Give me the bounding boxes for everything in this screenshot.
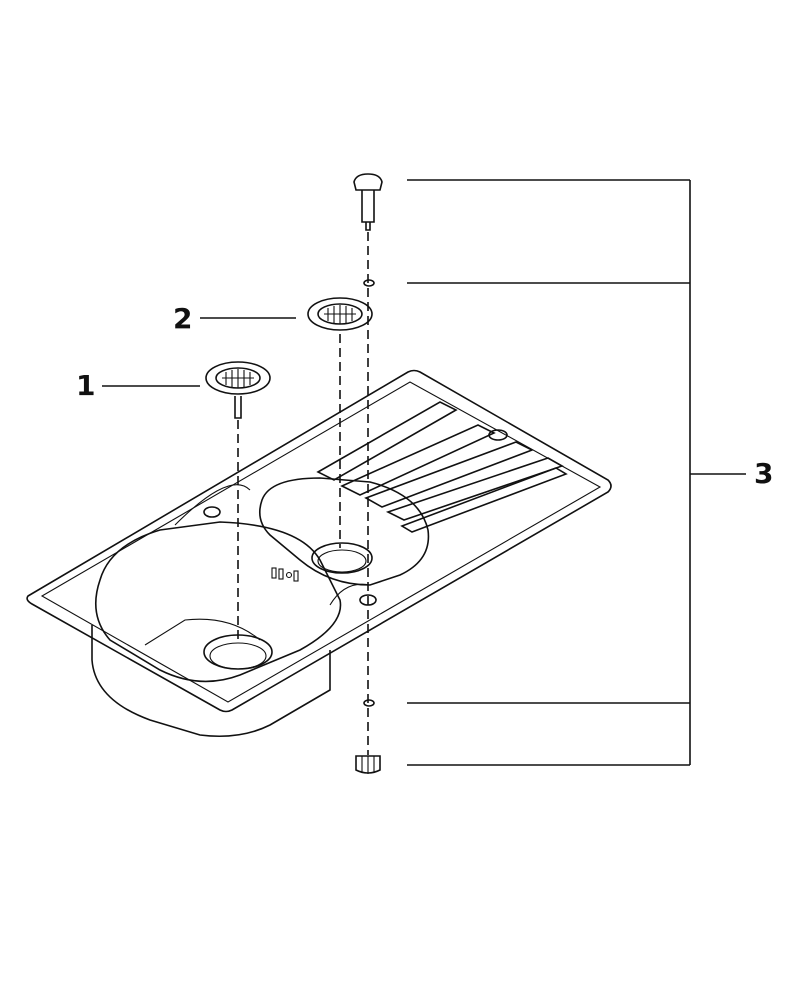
overflow-icon [271,567,299,582]
o-ring-top [363,279,375,287]
callout-2: 2 [173,302,193,335]
o-ring-bottom [363,699,375,707]
callout-1: 1 [76,369,96,402]
overflow-knob [353,173,383,231]
callout-3: 3 [754,457,774,490]
sink [26,369,612,738]
strainer-2 [307,297,373,331]
bracket-3 [407,179,746,766]
overflow-nut [355,755,381,774]
strainer-1 [205,361,271,419]
